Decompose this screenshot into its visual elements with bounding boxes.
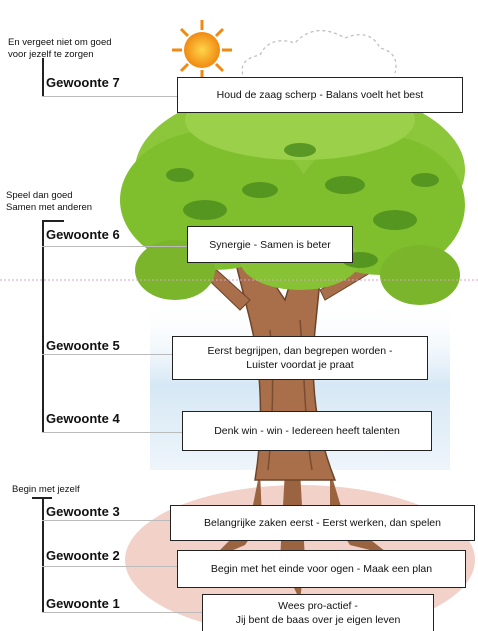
bracket-line-self [42,497,44,612]
habit-box-6: Synergie - Samen is beter [187,226,353,263]
cloud-shape [242,31,396,80]
habit-box-2: Begin met het einde voor ogen - Maak een… [177,550,466,588]
habit-label-2: Gewoonte 2 [46,548,120,563]
habit-box-4: Denk win - win - Iedereen heeft talenten [182,411,432,451]
connector-habit-1 [42,612,202,613]
group-caption-self: Begin met jezelf [12,484,80,496]
bracket-line-self-care [42,58,44,96]
connector-habit-3 [42,520,170,521]
habit-box-5: Eerst begrijpen, dan begrepen worden - L… [172,336,428,380]
habit-label-7: Gewoonte 7 [46,75,120,90]
connector-habit-7 [42,96,177,97]
connector-habit-2 [42,566,177,567]
habit-box-1: Wees pro-actief - Jij bent de baas over … [202,594,434,631]
bracket-line-together [42,220,44,432]
bracket-tick-self [32,497,52,499]
habit-label-4: Gewoonte 4 [46,411,120,426]
tree-canopy [120,80,465,305]
group-caption-self-care: En vergeet niet om goed voor jezelf te z… [8,37,112,61]
connector-habit-5 [42,354,172,355]
connector-habit-6 [42,246,187,247]
sun-icon [172,20,232,80]
habit-box-7: Houd de zaag scherp - Balans voelt het b… [177,77,463,113]
habit-label-1: Gewoonte 1 [46,596,120,611]
group-caption-together: Speel dan goed Samen met anderen [6,190,92,214]
habit-label-6: Gewoonte 6 [46,227,120,242]
habit-label-5: Gewoonte 5 [46,338,120,353]
habit-label-3: Gewoonte 3 [46,504,120,519]
habit-box-3: Belangrijke zaken eerst - Eerst werken, … [170,505,475,541]
connector-habit-4 [42,432,182,433]
bracket-tick-together [42,220,64,222]
